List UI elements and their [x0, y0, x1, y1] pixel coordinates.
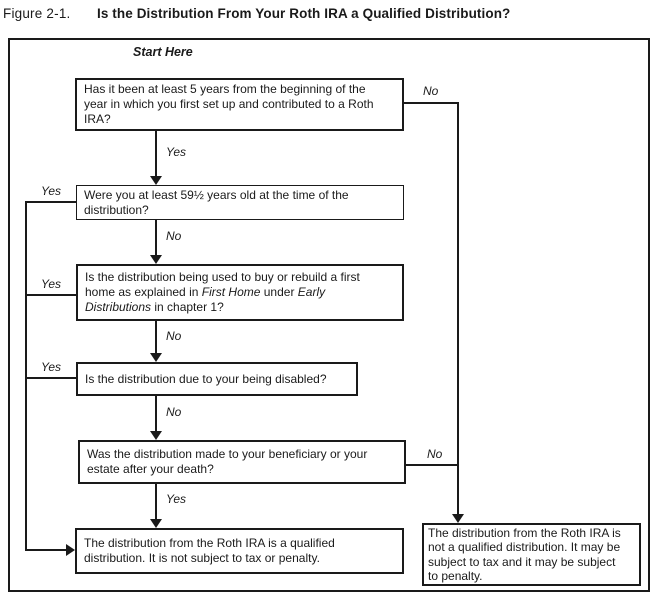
edge-label-q1-yes: Yes: [166, 145, 187, 159]
edge-label-q4-no: No: [166, 405, 182, 419]
edge-label-q2-yes: Yes: [41, 184, 62, 198]
question-first-home-post: in chapter 1?: [151, 300, 224, 314]
connector-q4-q5-arrowhead-icon: [150, 431, 162, 440]
question-age-text: Were you at least 59½ years old at the t…: [84, 187, 349, 217]
left-rail-bottom-hline: [25, 549, 66, 551]
question-first-home-mid: under: [260, 285, 298, 299]
question-beneficiary-text: Was the distribution made to your benefi…: [87, 447, 368, 476]
question-disabled-box: Is the distribution due to your being di…: [76, 362, 358, 396]
connector-q4-q5-line: [155, 396, 157, 432]
connector-q3-q4-arrowhead-icon: [150, 353, 162, 362]
connector-q3-q4-line: [155, 321, 157, 354]
left-rail-arrowhead-icon: [66, 544, 75, 556]
connector-q1-no-hline: [403, 102, 459, 104]
edge-label-q5-no: No: [427, 447, 443, 461]
first-home-italic: First Home: [201, 285, 261, 299]
connector-q5-no-hline: [406, 464, 459, 466]
connector-q5-qualified-arrowhead-icon: [150, 519, 162, 528]
edge-label-q4-yes: Yes: [41, 360, 62, 374]
connector-q1-q2-line: [155, 131, 157, 177]
question-first-home-box: Is the distribution being used to buy or…: [76, 264, 404, 321]
edge-label-q3-no: No: [166, 329, 182, 343]
right-rail-line: [457, 102, 459, 515]
question-age-box: Were you at least 59½ years old at the t…: [76, 185, 404, 220]
edge-label-q3-yes: Yes: [41, 277, 62, 291]
question-five-year-box: Has it been at least 5 years from the be…: [75, 78, 404, 131]
edge-label-q1-no: No: [423, 84, 439, 98]
left-rail-line: [25, 201, 27, 551]
connector-q4-yes-hline: [25, 377, 76, 379]
connector-q3-yes-hline: [25, 294, 76, 296]
start-here-label: Start Here: [133, 45, 193, 59]
connector-q1-q2-arrowhead-icon: [150, 176, 162, 185]
figure-title: Is the Distribution From Your Roth IRA a…: [97, 6, 511, 21]
question-first-home-text: Is the distribution being used to buy or…: [85, 270, 395, 315]
outcome-qualified-box: The distribution from the Roth IRA is a …: [75, 528, 404, 574]
early-distributions-italic: Early Distributions: [85, 285, 326, 314]
question-first-home-pre: Is the distribution being used to buy or…: [85, 270, 360, 299]
figure-number-label: Figure 2-1.: [3, 6, 71, 21]
edge-label-q5-yes: Yes: [166, 492, 187, 506]
question-beneficiary-box: Was the distribution made to your benefi…: [78, 440, 406, 484]
question-disabled-text: Is the distribution due to your being di…: [85, 371, 327, 386]
right-rail-arrowhead-icon: [452, 514, 464, 523]
question-five-year-text: Has it been at least 5 years from the be…: [84, 82, 374, 126]
outcome-qualified-text: The distribution from the Roth IRA is a …: [84, 536, 335, 565]
outcome-not-qualified-box: The distribution from the Roth IRA is no…: [422, 523, 641, 586]
connector-q2-yes-hline: [25, 201, 76, 203]
connector-q2-q3-line: [155, 220, 157, 256]
connector-q2-q3-arrowhead-icon: [150, 255, 162, 264]
outcome-not-qualified-text: The distribution from the Roth IRA is no…: [428, 525, 621, 584]
edge-label-q2-no: No: [166, 229, 182, 243]
connector-q5-qualified-line: [155, 484, 157, 520]
